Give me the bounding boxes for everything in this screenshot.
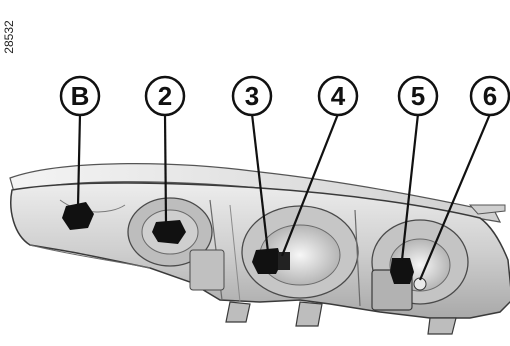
callout-5: 5	[399, 77, 437, 115]
connector-4	[278, 252, 290, 270]
connector-5	[390, 258, 414, 284]
callout-3: 3	[233, 77, 271, 115]
callout-label-2: 2	[158, 81, 172, 111]
callout-label-b: B	[71, 81, 90, 111]
callout-label-3: 3	[245, 81, 259, 111]
callout-label-4: 4	[331, 81, 346, 111]
leader-line-2	[165, 114, 166, 222]
callout-label-5: 5	[411, 81, 425, 111]
callout-b: B	[61, 77, 99, 115]
callout-4: 4	[319, 77, 357, 115]
callout-6: 6	[471, 77, 509, 115]
callout-2: 2	[146, 77, 184, 115]
callout-label-6: 6	[483, 81, 497, 111]
